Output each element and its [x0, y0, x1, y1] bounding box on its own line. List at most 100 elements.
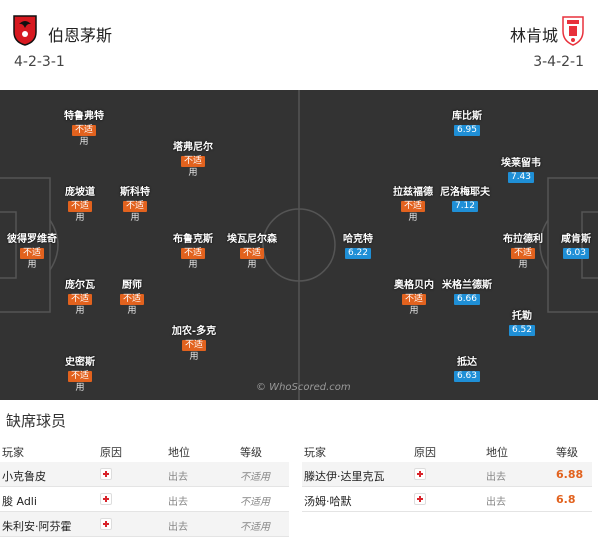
player-home-brooks[interactable]: 布鲁克斯 不适 用 [153, 233, 233, 271]
table-row: 朘 Adli 出去 不适用 [0, 487, 289, 512]
rating-badge: 7.12 [451, 201, 479, 212]
missing-status: 出去 [168, 472, 188, 483]
away-formation: 3-4-2-1 [533, 54, 584, 70]
rating-badge-suffix: 用 [127, 306, 137, 316]
player-away-4[interactable]: 布拉德利 不适 用 [483, 233, 563, 271]
player-name: 哈克特 [343, 234, 373, 245]
player-away-5[interactable]: 咸肯斯 6.03 [536, 233, 598, 259]
table-row: 滕达伊·达里克瓦 出去 6.88 [302, 462, 592, 487]
missing-rating: 不适用 [240, 472, 270, 483]
missing-rating: 不适用 [240, 497, 270, 508]
player-name: 史密斯 [65, 357, 95, 368]
player-name: 庞尔瓦 [65, 280, 95, 291]
player-name: 米格兰德斯 [442, 280, 492, 291]
player-away-hackett[interactable]: 哈克特 6.22 [318, 233, 398, 259]
rating-badge-suffix: 用 [79, 137, 89, 147]
player-away-9[interactable]: 托勒 6.52 [482, 310, 562, 336]
player-name: 抵达 [457, 357, 477, 368]
rating-badge: 7.43 [507, 172, 535, 183]
player-home-7[interactable]: 庞尔瓦 不适 用 [40, 279, 120, 317]
player-name: 斯科特 [120, 187, 150, 198]
rating-badge: 6.63 [453, 371, 481, 382]
rating-badge: 不适 [71, 125, 96, 136]
missing-rating: 6.8 [556, 493, 576, 506]
player-name: 尼洛梅耶夫 [440, 187, 490, 198]
injury-cross-icon [100, 518, 112, 533]
player-home-trueffert[interactable]: 特鲁弗特 不适 用 [44, 110, 124, 148]
bournemouth-crest-icon[interactable] [12, 14, 38, 46]
player-away-2[interactable]: 拉兹福德 不适 用 [373, 186, 453, 224]
player-away-10[interactable]: 抵达 6.63 [427, 356, 507, 382]
player-away-0[interactable]: 库比斯 6.95 [427, 110, 507, 136]
player-home-8[interactable]: 厨师 不适 用 [92, 279, 172, 317]
player-home-2[interactable]: 庞坡道 不适 用 [40, 186, 120, 224]
rating-badge: 不适 [401, 294, 426, 305]
table-row: 朱利安·阿芬霍 出去 不适用 [0, 512, 289, 537]
home-team-name[interactable]: 伯恩茅斯 [48, 26, 113, 45]
missing-player-name[interactable]: 朱利安·阿芬霍 [2, 520, 72, 533]
injury-cross-icon [100, 468, 112, 483]
col-reason: 原因 [414, 446, 436, 459]
player-name: 埃瓦尼尔森 [227, 234, 277, 245]
rating-badge: 不适 [67, 201, 92, 212]
rating-badge-suffix: 用 [408, 213, 418, 223]
col-rating: 等级 [556, 446, 578, 459]
rating-badge: 6.66 [453, 294, 481, 305]
rating-badge: 不适 [119, 294, 144, 305]
rating-badge: 6.52 [508, 325, 536, 336]
player-away-3[interactable]: 尼洛梅耶夫 7.12 [425, 186, 505, 212]
player-name: 奥格贝内 [394, 280, 434, 291]
missing-player-name[interactable]: 小克鲁皮 [2, 470, 46, 483]
missing-status: 出去 [486, 472, 506, 483]
col-player: 玩家 [304, 446, 326, 459]
player-away-8[interactable]: 米格兰德斯 6.66 [427, 279, 507, 305]
rating-badge-suffix: 用 [75, 213, 85, 223]
col-status: 地位 [486, 446, 508, 459]
player-home-smith[interactable]: 史密斯 不适 用 [40, 356, 120, 394]
player-home-gannon-doak[interactable]: 加农-多克 不适 用 [154, 325, 234, 363]
match-header: 伯恩茅斯 4-2-3-1 林肯城 3-4-2-1 [0, 0, 598, 90]
player-home-evanilson[interactable]: 埃瓦尼尔森 不适 用 [212, 233, 292, 271]
missing-player-name[interactable]: 汤姆·哈默 [304, 495, 352, 508]
missing-players-home-table: 玩家 原因 地位 等级 小克鲁皮 出去 不适用 朘 Adli 出去 不适用 朱利… [0, 438, 289, 537]
missing-player-name[interactable]: 朘 Adli [2, 495, 37, 508]
col-reason: 原因 [100, 446, 122, 459]
player-away-7[interactable]: 奥格贝内 不适 用 [374, 279, 454, 317]
lincoln-city-crest-icon[interactable] [560, 14, 586, 46]
col-status: 地位 [168, 446, 190, 459]
rating-badge: 不适 [239, 248, 264, 259]
player-home-scott[interactable]: 斯科特 不适 用 [95, 186, 175, 224]
player-away-1[interactable]: 埃莱留韦 7.43 [481, 157, 561, 183]
table-header-row: 玩家 原因 地位 等级 [0, 438, 289, 462]
col-player: 玩家 [2, 446, 24, 459]
player-name: 布鲁克斯 [173, 234, 213, 245]
missing-player-name[interactable]: 滕达伊·达里克瓦 [304, 470, 385, 483]
rating-badge: 不适 [19, 248, 44, 259]
player-home-petrovic[interactable]: 彼得罗维奇 不适 用 [0, 233, 72, 271]
player-name: 庞坡道 [65, 187, 95, 198]
rating-badge-suffix: 用 [409, 306, 419, 316]
rating-badge-suffix: 用 [518, 260, 528, 270]
table-row: 汤姆·哈默 出去 6.8 [302, 487, 592, 512]
player-name: 布拉德利 [503, 234, 543, 245]
player-name: 托勒 [512, 311, 532, 322]
rating-badge: 6.22 [344, 248, 372, 259]
player-name: 库比斯 [452, 111, 482, 122]
rating-badge-suffix: 用 [188, 260, 198, 270]
rating-badge-suffix: 用 [75, 383, 85, 393]
rating-badge-suffix: 用 [130, 213, 140, 223]
player-home-tavernier[interactable]: 塔弗尼尔 不适 用 [153, 141, 233, 179]
missing-rating: 6.88 [556, 468, 584, 481]
injury-cross-icon [100, 493, 112, 508]
rating-badge: 6.95 [453, 125, 481, 136]
player-name: 埃莱留韦 [501, 158, 541, 169]
rating-badge: 不适 [180, 248, 205, 259]
away-team-name[interactable]: 林肯城 [509, 26, 558, 45]
rating-badge: 不适 [510, 248, 535, 259]
rating-badge: 不适 [122, 201, 147, 212]
missing-status: 出去 [486, 497, 506, 508]
rating-badge: 不适 [67, 371, 92, 382]
injury-cross-icon [414, 493, 426, 508]
rating-badge: 不适 [180, 156, 205, 167]
player-name: 加农-多克 [171, 326, 217, 337]
